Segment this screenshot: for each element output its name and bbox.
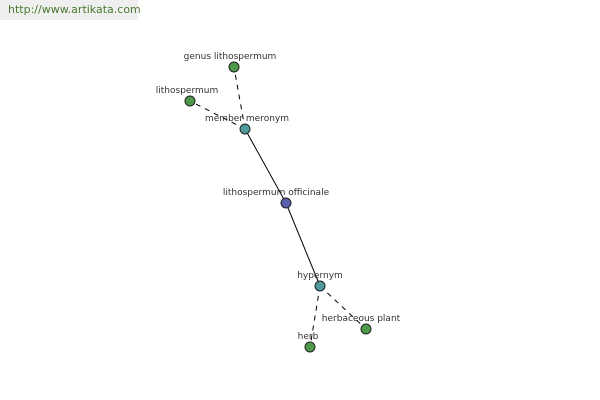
edge-member-genus <box>233 66 246 130</box>
node-label-genus[interactable]: genus lithospermum <box>184 52 277 62</box>
graph-labels: genus lithospermum lithospermum member mer… <box>156 52 401 342</box>
node-label-litho[interactable]: lithospermum <box>156 86 218 96</box>
edge-hyper-herbaceous <box>319 285 367 330</box>
node-litho[interactable] <box>184 95 196 107</box>
node-label-herbaceous[interactable]: herbaceous plant <box>322 314 401 324</box>
node-label-hyper[interactable]: hypernym <box>297 271 343 281</box>
edge-center-member <box>244 128 287 204</box>
edge-center-hyper <box>285 202 321 287</box>
node-label-herb[interactable]: herb <box>298 332 319 342</box>
node-label-center[interactable]: lithospermum officinale <box>223 188 330 198</box>
node-member[interactable] <box>239 123 251 135</box>
graph-nodes <box>184 61 372 353</box>
edge-hyper-herb <box>309 285 321 348</box>
node-label-member[interactable]: member meronym <box>205 114 289 124</box>
node-genus[interactable] <box>228 61 240 73</box>
graph-edges <box>189 66 367 348</box>
node-center[interactable] <box>280 197 292 209</box>
node-hyper[interactable] <box>314 280 326 292</box>
node-herbaceous[interactable] <box>360 323 372 335</box>
edge-member-litho <box>189 100 246 130</box>
node-herb[interactable] <box>304 341 316 353</box>
source-url-banner[interactable]: http://www.artikata.com <box>0 0 141 20</box>
